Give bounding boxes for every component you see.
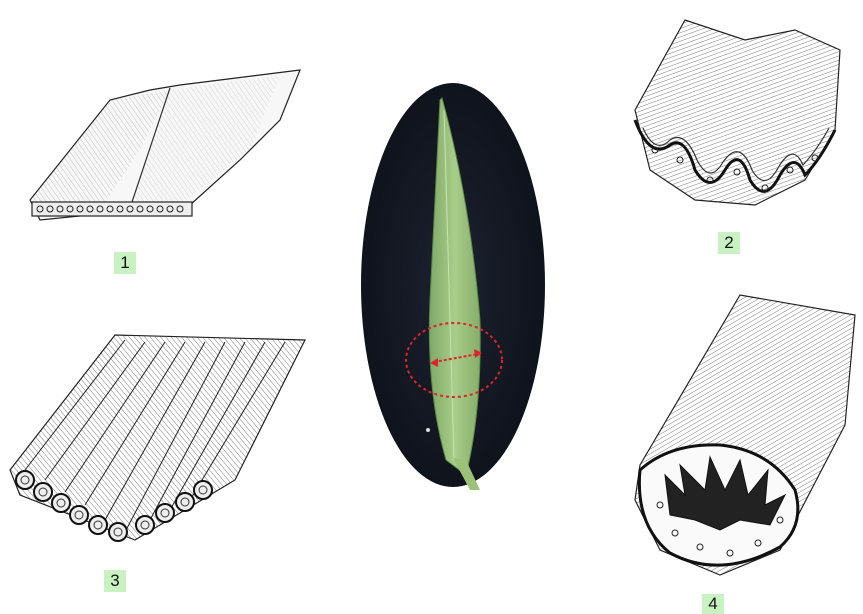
folded-leaf-icon [625, 10, 855, 220]
grass-leaf-photo-icon [358, 80, 558, 495]
label-2: 2 [718, 232, 740, 254]
label-3: 3 [104, 570, 126, 592]
label-4: 4 [702, 594, 724, 614]
folded-leaf-sketch [625, 10, 855, 220]
tubular-leaf-icon [5, 320, 315, 550]
tubular-leaf-sketch [5, 320, 315, 550]
inrolled-leaf-sketch [630, 285, 860, 580]
flat-leaf-sketch [20, 60, 320, 230]
inrolled-leaf-icon [630, 285, 860, 580]
leaf-photo [358, 80, 558, 495]
label-1: 1 [114, 252, 136, 274]
flat-leaf-icon [20, 60, 320, 230]
